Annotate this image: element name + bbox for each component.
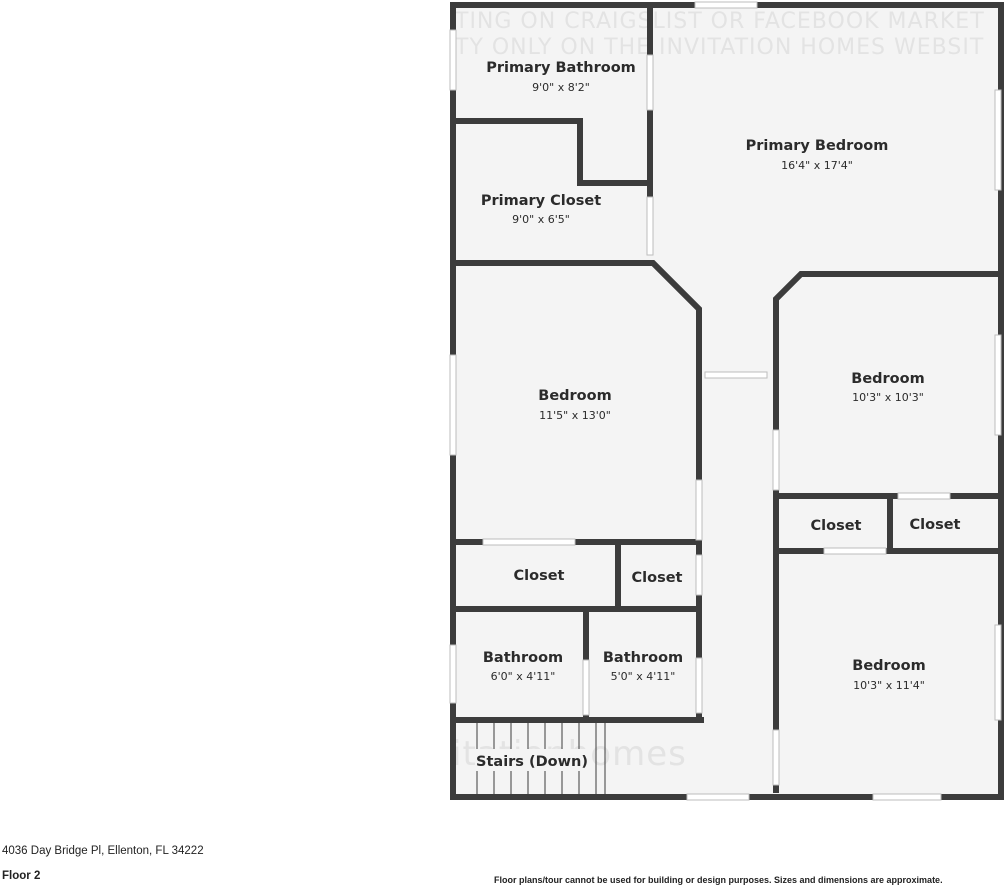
room-bedroom-left: Bedroom 11'5" x 13'0": [538, 388, 611, 422]
room-bedroom-right-top: Bedroom 10'3" x 10'3": [851, 371, 924, 404]
room-size: 5'0" x 4'11": [611, 670, 676, 683]
watermark-line-1: TING ON CRAIGSLIST OR FACEBOOK MARKET: [454, 9, 985, 34]
stairs-label-bg: [476, 749, 588, 771]
room-size: 16'4" x 17'4": [781, 159, 853, 172]
room-primary-bathroom: Primary Bathroom 9'0" x 8'2": [486, 60, 636, 94]
room-name: Bedroom: [851, 371, 924, 387]
room-closet-right-1: Closet: [811, 518, 862, 534]
room-primary-bedroom: Primary Bedroom 16'4" x 17'4": [746, 138, 889, 172]
windows-and-doors: [449, 1, 1002, 801]
room-size: 9'0" x 6'5": [512, 213, 570, 226]
disclaimer: Floor plans/tour cannot be used for buil…: [494, 875, 943, 885]
room-name: Bathroom: [603, 650, 683, 666]
room-name: Bedroom: [852, 658, 925, 674]
room-name: Primary Bathroom: [486, 60, 636, 76]
room-size: 6'0" x 4'11": [491, 670, 556, 683]
room-bathroom-1: Bathroom 6'0" x 4'11": [483, 650, 563, 683]
floor-area: [453, 5, 1001, 797]
room-name: Bedroom: [538, 388, 611, 404]
room-size: 10'3" x 11'4": [853, 679, 925, 692]
room-stairs: Stairs (Down): [476, 754, 588, 770]
room-name: Bathroom: [483, 650, 563, 666]
room-size: 9'0" x 8'2": [532, 81, 590, 94]
room-bedroom-right-bottom: Bedroom 10'3" x 11'4": [852, 658, 925, 692]
room-size: 11'5" x 13'0": [539, 409, 611, 422]
room-name: Primary Bedroom: [746, 138, 889, 154]
room-bathroom-2: Bathroom 5'0" x 4'11": [603, 650, 683, 683]
room-closet-left-2: Closet: [632, 570, 683, 586]
room-closet-right-2: Closet: [910, 517, 961, 533]
property-address: 4036 Day Bridge Pl, Ellenton, FL 34222: [2, 845, 204, 857]
room-closet-left-1: Closet: [514, 568, 565, 584]
room-name: Primary Closet: [481, 193, 601, 209]
watermark-line-2: TY ONLY ON THE INVITATION HOMES WEBSIT: [454, 35, 984, 60]
room-size: 10'3" x 10'3": [852, 391, 924, 404]
floor-label: Floor 2: [2, 870, 41, 882]
room-primary-closet: Primary Closet 9'0" x 6'5": [481, 193, 601, 226]
